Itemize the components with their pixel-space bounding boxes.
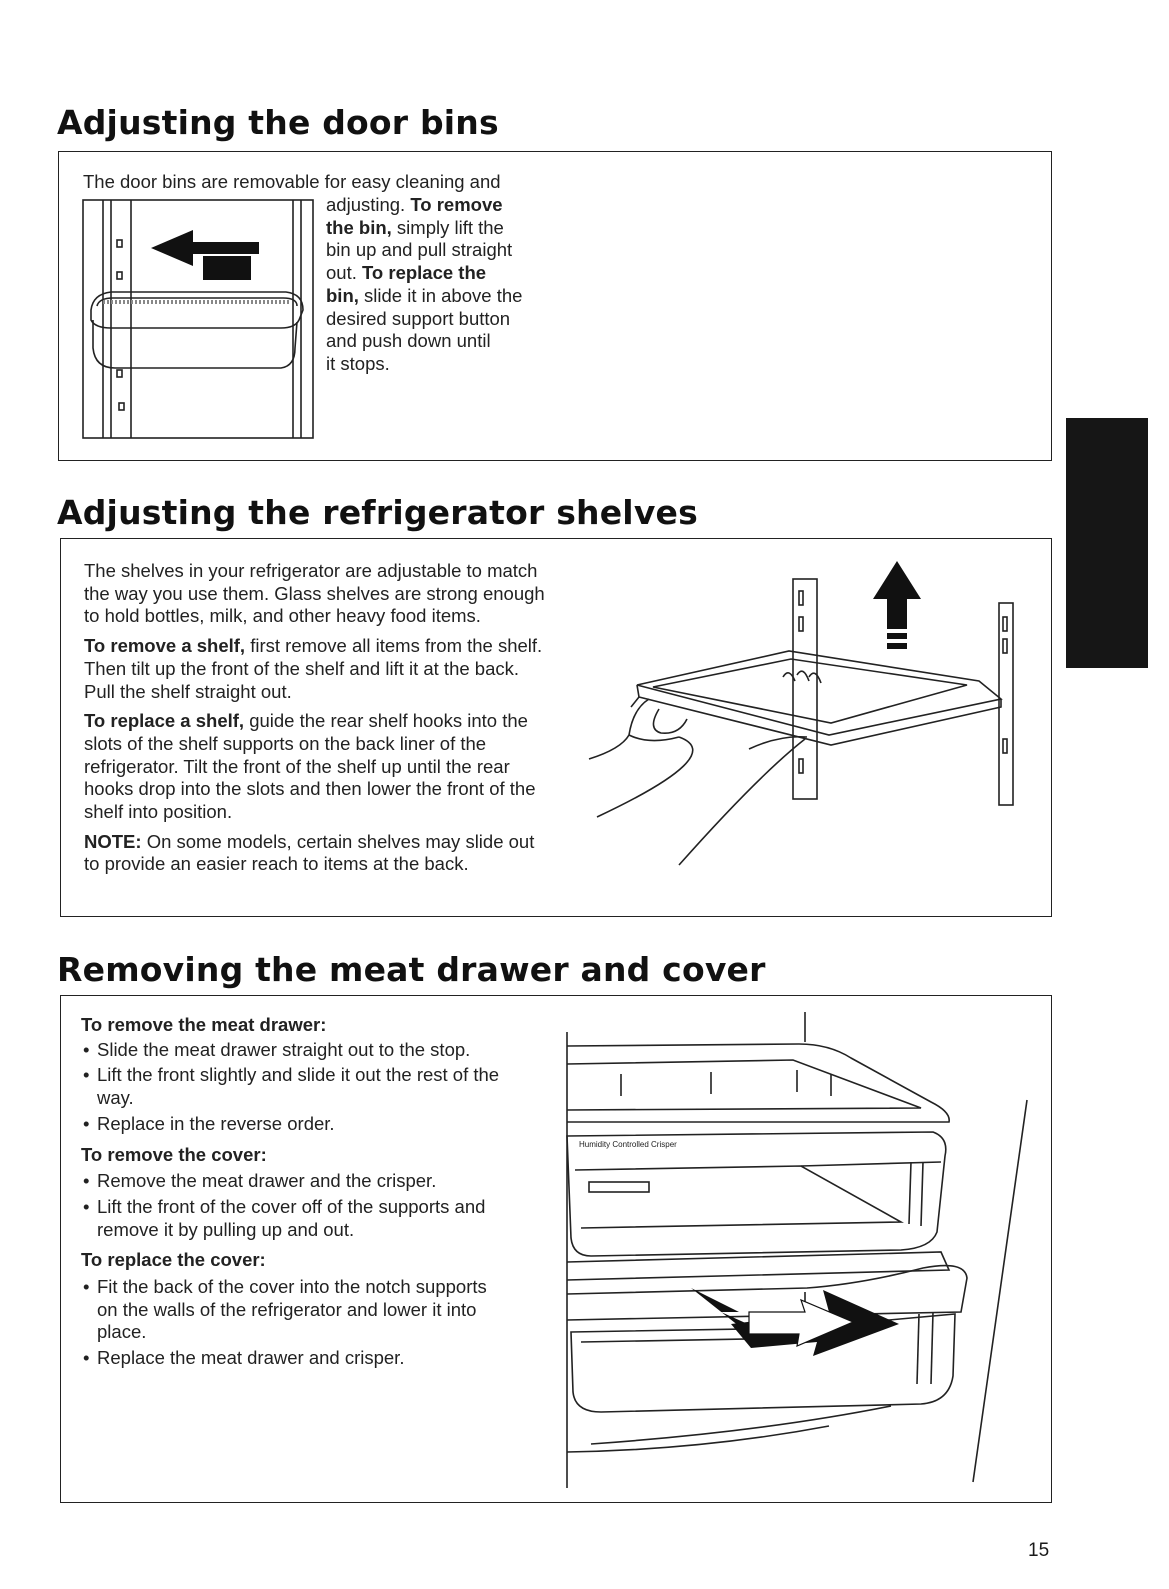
section-tab-marker (1066, 418, 1148, 668)
replace-cover-heading: To replace the cover: (81, 1249, 266, 1271)
meat-drawer-title: Removing the meat drawer and cover (57, 950, 766, 989)
door-bins-instructions: adjusting. To remove the bin, simply lif… (326, 194, 523, 374)
remove-drawer-heading: To remove the meat drawer: (81, 1014, 327, 1035)
remove-cover-heading: To remove the cover: (81, 1143, 267, 1165)
list-item: Lift the front slightly and slide it out… (81, 1064, 531, 1109)
meat-drawer-text: To remove the meat drawer: Slide the mea… (81, 1014, 531, 1370)
shelves-paragraph-1: The shelves in your refrigerator are adj… (84, 560, 545, 627)
shelves-box: The shelves in your refrigerator are adj… (60, 538, 1052, 917)
list-item: Replace in the reverse order. (81, 1113, 531, 1136)
shelves-paragraph-3: To replace a shelf, guide the rear shelf… (84, 710, 536, 823)
shelves-note: NOTE: On some models, certain shelves ma… (84, 830, 535, 875)
shelves-text: The shelves in your refrigerator are adj… (84, 560, 554, 876)
meat-drawer-box: To remove the meat drawer: Slide the mea… (60, 995, 1052, 1503)
meat-drawer-illustration: Humidity Controlled Crisper (566, 1012, 1028, 1488)
door-bin-illustration (82, 199, 314, 439)
list-item: Remove the meat drawer and the crisper. (81, 1170, 531, 1193)
replace-cover-steps: Fit the back of the cover into the notch… (81, 1276, 531, 1370)
crisper-label: Humidity Controlled Crisper (579, 1140, 677, 1149)
door-bins-box: The door bins are removable for easy cle… (58, 151, 1052, 461)
list-item: Slide the meat drawer straight out to th… (81, 1039, 531, 1062)
remove-drawer-steps: Slide the meat drawer straight out to th… (81, 1039, 531, 1136)
shelves-paragraph-2: To remove a shelf, first remove all item… (84, 635, 543, 702)
door-bins-intro: The door bins are removable for easy cle… (83, 171, 501, 192)
page-number: 15 (1028, 1540, 1050, 1561)
list-item: Replace the meat drawer and crisper. (81, 1347, 531, 1370)
remove-cover-steps: Remove the meat drawer and the crisper. … (81, 1170, 531, 1241)
list-item: Lift the front of the cover off of the s… (81, 1196, 531, 1241)
list-item: Fit the back of the cover into the notch… (81, 1276, 497, 1344)
shelves-title: Adjusting the refrigerator shelves (57, 493, 698, 532)
door-bins-title: Adjusting the door bins (57, 103, 499, 142)
shelf-illustration (588, 561, 1014, 866)
